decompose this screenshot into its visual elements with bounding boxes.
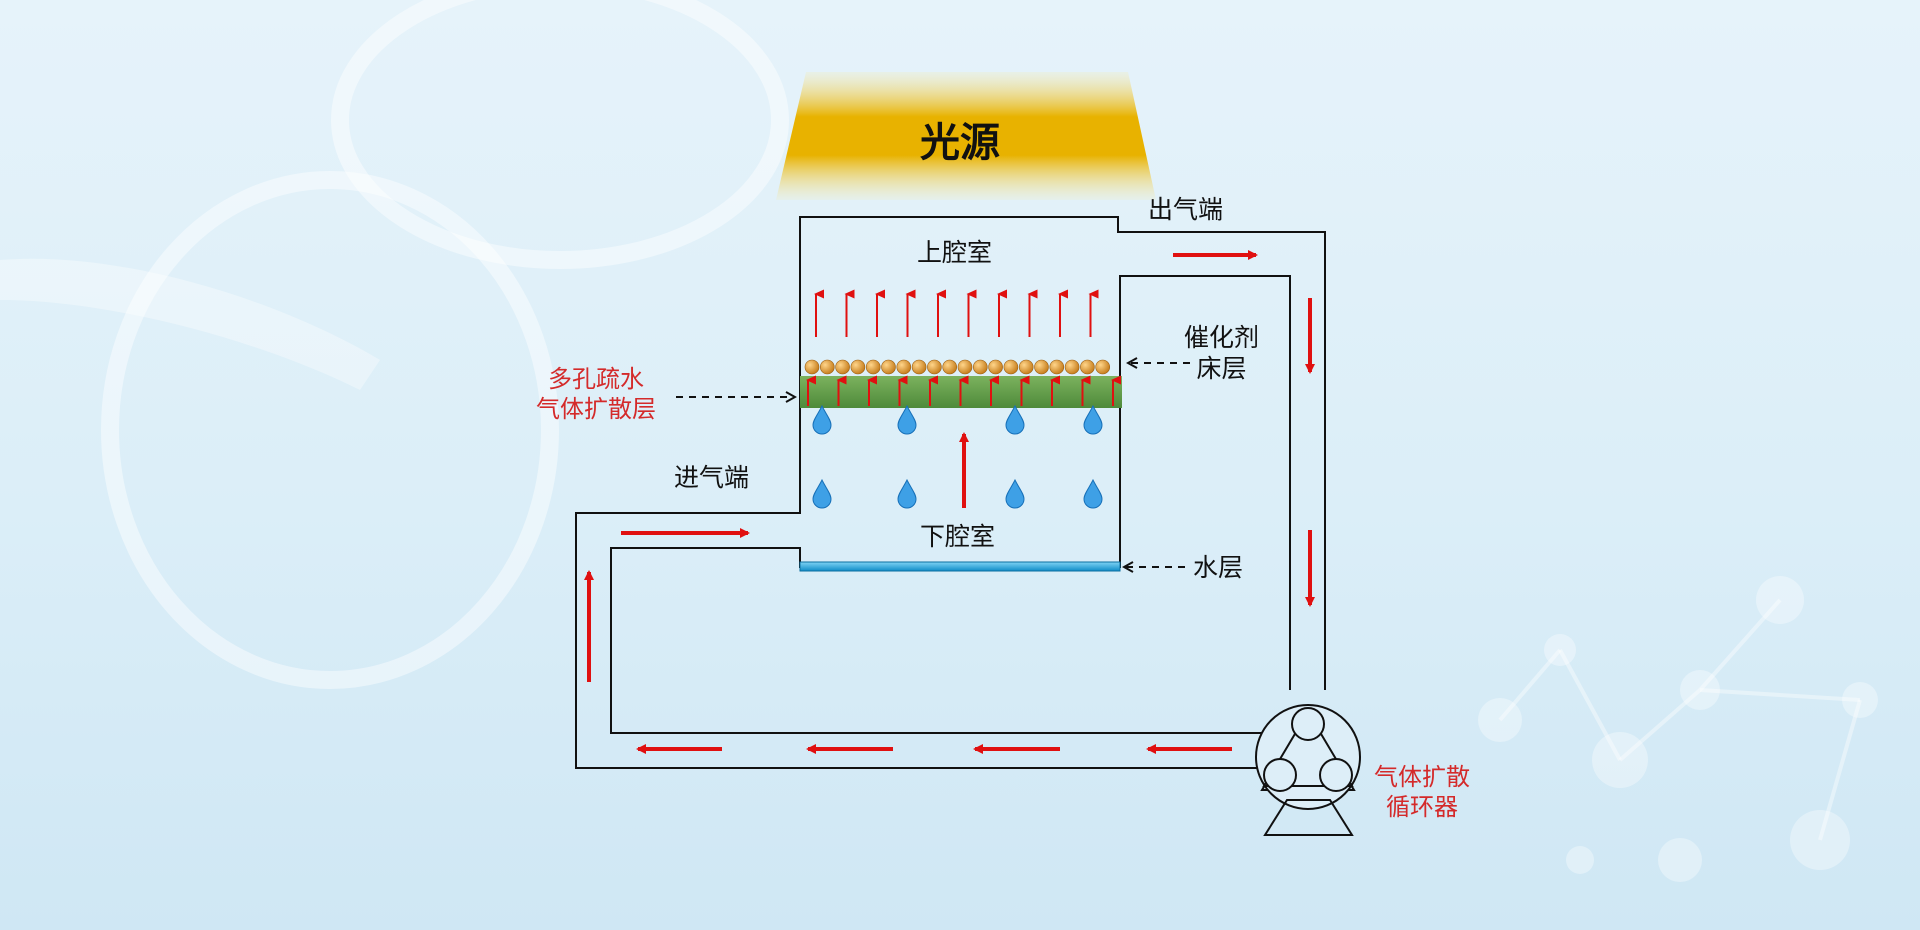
water-droplet — [1083, 478, 1103, 509]
catalyst-particle — [896, 359, 912, 375]
water-droplet — [812, 404, 832, 435]
upper-chamber-label: 上腔室 — [917, 238, 993, 267]
catalyst-bed-particles — [804, 359, 1110, 375]
loop-flow-arrows — [584, 250, 1315, 754]
gas-inlet-label: 进气端 — [674, 463, 750, 492]
membrane-flow-arrows — [806, 375, 1121, 406]
catalyst-particle — [1034, 359, 1049, 375]
catalyst-particle — [819, 359, 835, 375]
water-layer-label: 水层 — [1193, 553, 1244, 582]
water-layer-bar — [799, 561, 1121, 572]
catalyst-particle — [927, 359, 942, 375]
catalyst-particle — [911, 359, 927, 375]
porous-layer-label: 多孔疏水 气体扩散层 — [536, 365, 656, 423]
light-source-label: 光源 — [920, 120, 1000, 166]
catalyst-particle — [942, 359, 958, 375]
gas-outlet-label: 出气端 — [1148, 195, 1224, 224]
light-source-beam — [776, 72, 1156, 200]
upper-flow-arrows — [814, 289, 1099, 337]
water-droplet — [1005, 404, 1025, 435]
catalyst-particle — [957, 359, 973, 375]
catalyst-particle — [835, 359, 850, 375]
catalyst-particle — [1064, 359, 1080, 375]
catalyst-particle — [865, 359, 881, 375]
catalyst-particle — [1080, 359, 1095, 375]
water-droplets — [812, 404, 1103, 509]
catalyst-bed-label: 催化剂 床层 — [1184, 323, 1260, 384]
catalyst-particle — [1049, 359, 1065, 375]
circulator-pump — [1255, 704, 1361, 836]
catalyst-particle — [881, 359, 896, 375]
catalyst-particle — [1095, 359, 1110, 375]
catalyst-particle — [988, 359, 1003, 375]
catalyst-particle — [850, 359, 866, 375]
catalyst-particle — [1003, 359, 1019, 375]
catalyst-particle — [804, 359, 820, 375]
water-droplet — [897, 478, 917, 509]
water-droplet — [812, 478, 832, 509]
water-droplet — [897, 404, 917, 435]
lower-chamber-label: 下腔室 — [920, 522, 996, 551]
water-droplet — [1083, 404, 1103, 435]
water-droplet — [1005, 478, 1025, 509]
catalyst-particle — [972, 359, 988, 375]
circulator-label: 气体扩散 循环器 — [1374, 763, 1470, 821]
gas-loop-outline — [575, 216, 1326, 769]
pointer-arrows — [676, 363, 1190, 567]
catalyst-particle — [1018, 359, 1034, 375]
